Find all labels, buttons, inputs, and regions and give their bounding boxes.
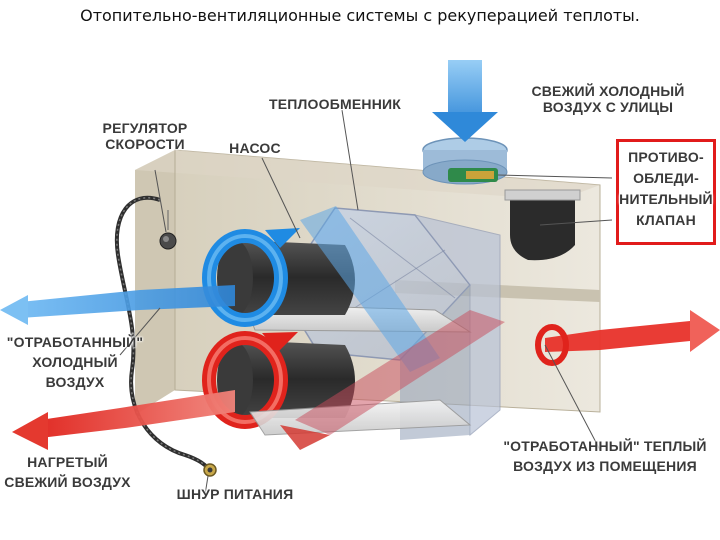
ventilation-diagram (0, 60, 720, 496)
exhaust-cold-air-arrow (20, 285, 235, 318)
heated-air-arrowhead (12, 412, 48, 450)
label-power-cord: ШНУР ПИТАНИЯ (176, 486, 294, 502)
warm-air-lower-flow (280, 425, 330, 450)
label-heated-fresh-air: НАГРЕТЫЙ СВЕЖИЙ ВОЗДУХ (4, 454, 131, 490)
label-fresh-cold-air: СВЕЖИЙ ХОЛОДНЫЙ ВОЗДУХ С УЛИЦЫ (531, 83, 685, 115)
heated-fresh-air-arrow (40, 390, 235, 438)
leader-lines (119, 109, 613, 496)
top-intake-duct (422, 137, 508, 185)
anti-icing-valve-highlight (616, 139, 716, 245)
fresh-air-inlet-arrow (432, 60, 498, 142)
speed-knob-icon (159, 210, 177, 250)
label-heat-exchanger: ТЕПЛООБМЕННИК (268, 96, 402, 112)
red-fan-icon (202, 331, 298, 429)
blue-fan-icon (202, 228, 300, 327)
cold-air-diagonal-flow (300, 206, 440, 372)
label-pump: НАСОС (229, 140, 281, 156)
label-exhaust-warm-air: "ОТРАБОТАННЫЙ" ТЕПЛЫЙ ВОЗДУХ ИЗ ПОМЕЩЕНИ… (503, 438, 707, 474)
label-exhaust-cold-air: "ОТРАБОТАННЫЙ" ХОЛОДНЫЙ ВОЗДУХ (6, 334, 144, 390)
exhaust-cold-arrowhead (0, 295, 28, 325)
label-anti-icing-valve: ПРОТИВО- ОБЛЕДИ- НИТЕЛЬНЫЙ КЛАПАН (619, 149, 713, 228)
slide-title: Отопительно-вентиляционные системы с рек… (80, 6, 640, 25)
label-speed-regulator: РЕГУЛЯТОР СКОРОСТИ (102, 120, 188, 152)
anti-icing-valve-housing (504, 189, 581, 261)
warm-air-diagonal-flow (295, 310, 505, 435)
power-cord-icon (114, 195, 217, 477)
room-air-inlet-arrow (535, 310, 720, 366)
